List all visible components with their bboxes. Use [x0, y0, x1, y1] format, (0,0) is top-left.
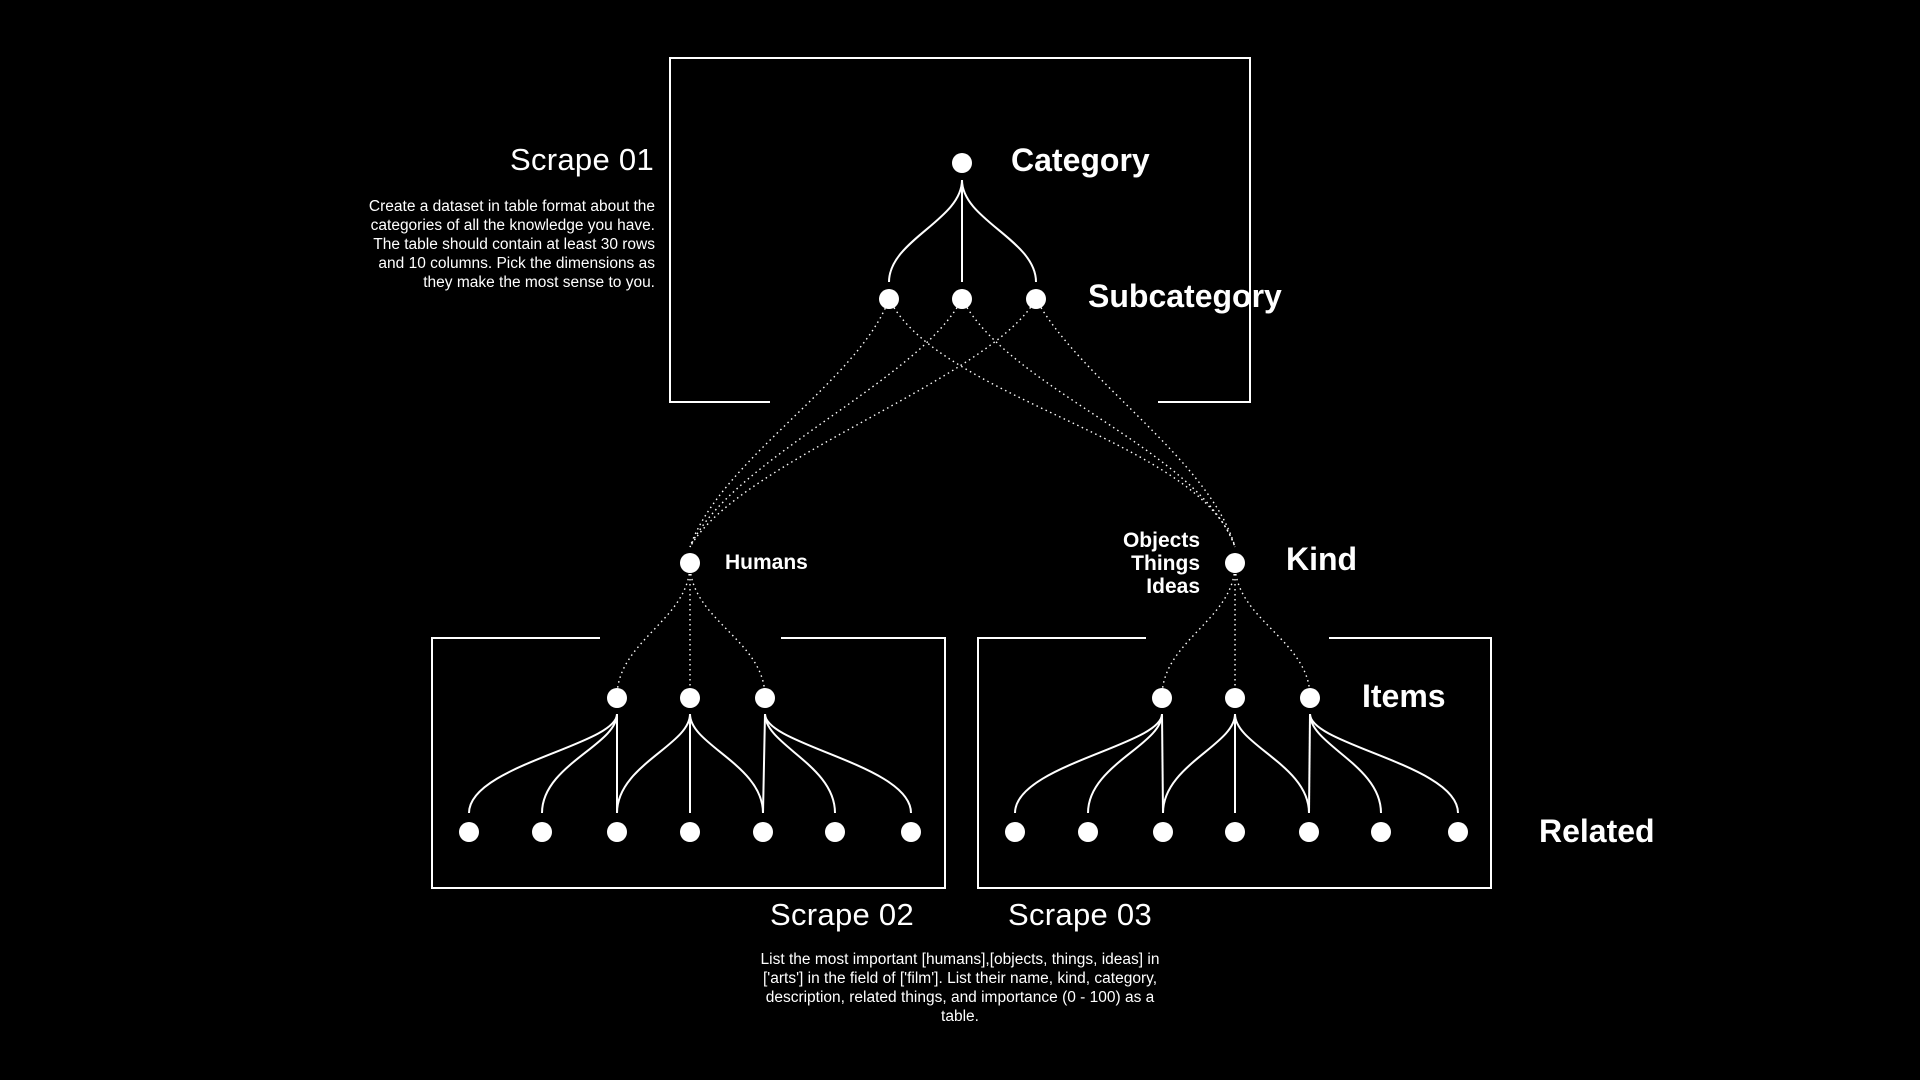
- related-node: [901, 822, 921, 842]
- dotted-connectors: [616, 298, 1311, 698]
- things-label: Things: [1131, 552, 1200, 575]
- scrape-02-description: List the most important [humans],[object…: [760, 951, 1160, 1025]
- related-node: [1225, 822, 1245, 842]
- link-sub2-kind: [961, 298, 1236, 548]
- link-category-sub3: [961, 179, 1037, 283]
- link-k1-r1: [1014, 713, 1163, 814]
- item-node: [607, 688, 627, 708]
- nodes: [459, 153, 1468, 842]
- scrape-01-title: Scrape 01: [509, 142, 654, 177]
- humans-label: Humans: [725, 551, 808, 574]
- related-node: [1371, 822, 1391, 842]
- related-node: [1448, 822, 1468, 842]
- scrape-02-frame: [431, 637, 946, 889]
- link-h1-r1: [468, 713, 618, 814]
- item-node: [1225, 688, 1245, 708]
- link-h1-r2: [541, 713, 618, 814]
- link-h3-r7: [764, 713, 912, 814]
- link-h3-r5: [762, 713, 766, 814]
- related-node: [1153, 822, 1173, 842]
- link-k1-r3: [1161, 713, 1164, 814]
- link-k2-r5: [1234, 713, 1310, 814]
- subcategory-label: Subcategory: [1088, 278, 1282, 314]
- item-node: [680, 688, 700, 708]
- item-node: [1300, 688, 1320, 708]
- subcategory-node: [879, 289, 899, 309]
- link-k3-r5: [1308, 713, 1311, 814]
- item-node: [755, 688, 775, 708]
- related-node: [1005, 822, 1025, 842]
- kind-node: [1225, 553, 1245, 573]
- link-h2-r3: [616, 713, 691, 814]
- related-node: [680, 822, 700, 842]
- link-sub1-humans: [689, 298, 890, 548]
- link-k3-r7: [1309, 713, 1459, 814]
- link-k1-r2: [1087, 713, 1163, 814]
- link-k2-r3: [1162, 713, 1236, 814]
- link-category-sub1: [888, 179, 963, 283]
- scrape-02-title: Scrape 02: [770, 897, 915, 932]
- link-sub3-kind: [1035, 298, 1236, 548]
- link-humans-item1: [616, 563, 691, 698]
- scrape-01-frame: [669, 57, 1251, 403]
- scrape-03-title: Scrape 03: [1008, 897, 1153, 932]
- related-node: [753, 822, 773, 842]
- item-node: [1152, 688, 1172, 708]
- objects-label: Objects: [1122, 529, 1200, 552]
- link-sub2-humans: [689, 298, 963, 548]
- ideas-label: Ideas: [1146, 575, 1200, 598]
- link-kind-item3: [1234, 563, 1311, 698]
- related-node: [459, 822, 479, 842]
- humans-node: [680, 553, 700, 573]
- category-label: Category: [1011, 142, 1150, 178]
- link-h2-r5: [689, 713, 764, 814]
- related-node: [825, 822, 845, 842]
- frames: [431, 57, 1492, 889]
- related-node: [1299, 822, 1319, 842]
- related-label: Related: [1539, 813, 1655, 849]
- scrape-01-description: Create a dataset in table format about t…: [368, 198, 655, 291]
- subcategory-node: [1026, 289, 1046, 309]
- link-k3-r6: [1309, 713, 1382, 814]
- scrape-03-frame: [977, 637, 1492, 889]
- link-sub3-humans: [689, 298, 1037, 548]
- category-node: [952, 153, 972, 173]
- related-node: [607, 822, 627, 842]
- link-sub1-kind: [888, 298, 1236, 548]
- solid-connectors: [468, 179, 1459, 814]
- items-label: Items: [1362, 678, 1446, 714]
- subcategory-node: [952, 289, 972, 309]
- related-node: [532, 822, 552, 842]
- link-humans-item3: [689, 563, 766, 698]
- kind-label: Kind: [1286, 541, 1358, 577]
- link-h3-r6: [764, 713, 836, 814]
- related-node: [1078, 822, 1098, 842]
